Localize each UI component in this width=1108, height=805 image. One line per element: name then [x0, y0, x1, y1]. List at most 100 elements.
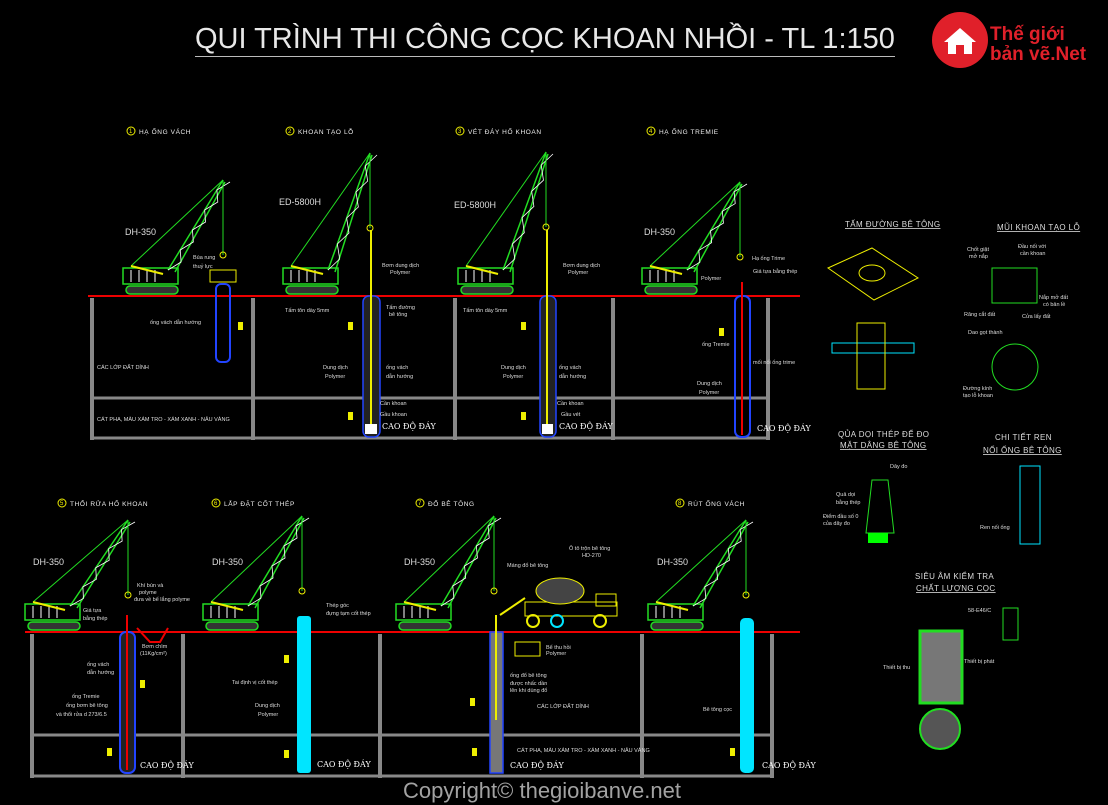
svg-text:Polymer: Polymer [699, 390, 719, 396]
crane [395, 515, 502, 631]
plumb-bob-drawing [865, 479, 895, 534]
crane [647, 519, 754, 631]
sonic-test-pile [918, 629, 964, 705]
svg-text:được nhấc dần: được nhấc dần [510, 681, 547, 687]
svg-text:LẮP ĐẶT CỐT THÉP: LẮP ĐẶT CỐT THÉP [224, 498, 295, 508]
svg-text:Polymer: Polymer [390, 270, 410, 276]
svg-text:Đường kính: Đường kính [963, 386, 992, 392]
svg-text:Bơm chìm: Bơm chìm [142, 644, 168, 650]
svg-text:Điểm đầu số 0: Điểm đầu số 0 [823, 513, 858, 520]
svg-text:Ren nối ống: Ren nối ống [980, 525, 1010, 531]
detail-sonic-test: SIÊU ÂM KIỂM TRA CHẤT LƯỢNG CỌC 58-E46/C… [883, 572, 996, 671]
svg-text:CAO ĐỘ ĐÁY: CAO ĐỘ ĐÁY [317, 760, 371, 769]
svg-text:CHẤT LƯỢNG CỌC: CHẤT LƯỢNG CỌC [916, 583, 996, 593]
copyright-watermark: Copyright© thegioibanve.net [403, 778, 681, 803]
svg-text:Đầu nối với: Đầu nối với [1018, 244, 1046, 250]
svg-text:QỦA DỌI THÉP ĐỂ ĐO: QỦA DỌI THÉP ĐỂ ĐO [838, 430, 929, 439]
sediment-pit [136, 627, 169, 643]
drill-bit-plan [991, 343, 1039, 391]
svg-text:CÁC LỚP ĐẤT DÍNH: CÁC LỚP ĐẤT DÍNH [97, 364, 149, 371]
svg-text:Dao gọt thành: Dao gọt thành [968, 330, 1003, 336]
crane [122, 179, 231, 295]
svg-text:Chốt giật: Chốt giật [967, 247, 989, 253]
svg-text:polyme: polyme [139, 590, 157, 596]
svg-text:Dung dịch: Dung dịch [501, 365, 526, 371]
svg-text:HẠ ỐNG VÁCH: HẠ ỐNG VÁCH [139, 126, 191, 136]
svg-text:CAO ĐỘ ĐÁY: CAO ĐỘ ĐÁY [762, 761, 816, 770]
polymer-recovery-tank [514, 641, 541, 657]
svg-text:mở nắp: mở nắp [969, 253, 988, 260]
crane [282, 152, 378, 295]
machine-label: ED-5800H [454, 200, 496, 210]
svg-text:đựng tạm cốt thép: đựng tạm cốt thép [326, 611, 371, 617]
svg-text:Búa rung: Búa rung [193, 255, 215, 261]
svg-text:CÁT PHA, MÀU XÁM TRO - XÁM XAN: CÁT PHA, MÀU XÁM TRO - XÁM XANH - NÂU VÀ… [97, 416, 230, 423]
svg-text:dẫn hướng: dẫn hướng [386, 373, 413, 380]
svg-text:ống vách: ống vách [386, 365, 408, 371]
svg-text:VÉT ĐÁY HỐ KHOAN: VÉT ĐÁY HỐ KHOAN [468, 126, 542, 136]
svg-text:3: 3 [458, 129, 462, 135]
svg-text:ống Tremie: ống Tremie [72, 694, 100, 700]
svg-text:cần khoan: cần khoan [1020, 251, 1045, 257]
svg-text:của dây đo: của dây đo [823, 520, 850, 527]
step-3-heading: 3 VÉT ĐÁY HỐ KHOAN [455, 126, 542, 136]
svg-text:8: 8 [678, 501, 682, 507]
svg-text:TẤM ĐƯỜNG BÊ TÔNG: TẤM ĐƯỜNG BÊ TÔNG [845, 219, 940, 229]
svg-text:Bê tông cọc: Bê tông cọc [703, 707, 732, 713]
svg-text:HD-270: HD-270 [582, 553, 601, 559]
svg-text:ống bơm bê tông: ống bơm bê tông [66, 703, 108, 709]
machine-label: DH-350 [33, 557, 64, 567]
svg-text:58-E46/C: 58-E46/C [968, 608, 991, 614]
svg-text:Polymer: Polymer [258, 712, 278, 718]
svg-text:Khí bùn và: Khí bùn và [137, 583, 164, 589]
crane [24, 519, 136, 631]
cleaning-bucket [542, 424, 553, 434]
svg-text:Giá tựa bằng thép: Giá tựa bằng thép [753, 268, 797, 275]
svg-text:có bản lề: có bản lề [1043, 302, 1065, 308]
svg-text:Giá tựa: Giá tựa [83, 608, 102, 614]
thread-joint-drawing [1019, 465, 1041, 545]
svg-text:lên khi dùng đổ: lên khi dùng đổ [510, 687, 547, 694]
concrete-mixer-truck [499, 577, 618, 628]
svg-text:CÁC LỚP ĐẤT DÍNH: CÁC LỚP ĐẤT DÍNH [537, 703, 589, 710]
svg-text:Bể thu hồi: Bể thu hồi [546, 644, 571, 651]
svg-text:1: 1 [129, 129, 133, 135]
svg-text:Polymer: Polymer [701, 276, 721, 282]
svg-text:Gầu vét: Gầu vét [561, 412, 581, 418]
svg-text:4: 4 [649, 129, 653, 135]
svg-text:Dung dịch: Dung dịch [323, 365, 348, 371]
drill-bit-drawing [991, 267, 1038, 304]
drill-bucket [365, 424, 377, 434]
svg-text:Ô tô trộn bê tông: Ô tô trộn bê tông [569, 545, 610, 552]
svg-text:Tấm tôn dày 5mm: Tấm tôn dày 5mm [285, 308, 330, 314]
svg-text:Polymer: Polymer [503, 374, 523, 380]
svg-text:bê tông: bê tông [389, 312, 407, 318]
level-markers [107, 322, 735, 758]
svg-text:Dây đo: Dây đo [890, 464, 907, 470]
svg-text:Polymer: Polymer [546, 651, 566, 657]
drawing-title: QUI TRÌNH THI CÔNG CỌC KHOAN NHỒI - TL 1… [195, 23, 895, 57]
step-4-labels: Hạ ống Trime Giá tựa bằng thép Polymer ố… [697, 256, 811, 433]
svg-text:ống Tremie: ống Tremie [702, 342, 730, 348]
svg-text:ống vách: ống vách [87, 662, 109, 668]
svg-text:CÁT PHA, MÀU XÁM TRO - XÁM XAN: CÁT PHA, MÀU XÁM TRO - XÁM XANH - NÂU VÀ… [517, 747, 650, 754]
svg-text:Bơm dung dịch: Bơm dung dịch [563, 263, 600, 269]
detail-concrete-plate: TẤM ĐƯỜNG BÊ TÔNG [845, 219, 940, 229]
svg-text:ống vách dẫn hướng: ống vách dẫn hướng [150, 319, 201, 326]
svg-text:Tấm tôn dày 5mm: Tấm tôn dày 5mm [463, 308, 508, 314]
svg-text:(11Kg/cm²): (11Kg/cm²) [140, 651, 167, 657]
svg-text:dẫn hướng: dẫn hướng [87, 669, 114, 676]
logo-text-line2: bản vẽ.Net [990, 44, 1087, 65]
sonic-test-device [1002, 607, 1019, 641]
detail-drawings [826, 247, 1041, 750]
machine-label: DH-350 [657, 557, 688, 567]
svg-text:KHOAN TẠO LỖ: KHOAN TẠO LỖ [298, 127, 354, 136]
